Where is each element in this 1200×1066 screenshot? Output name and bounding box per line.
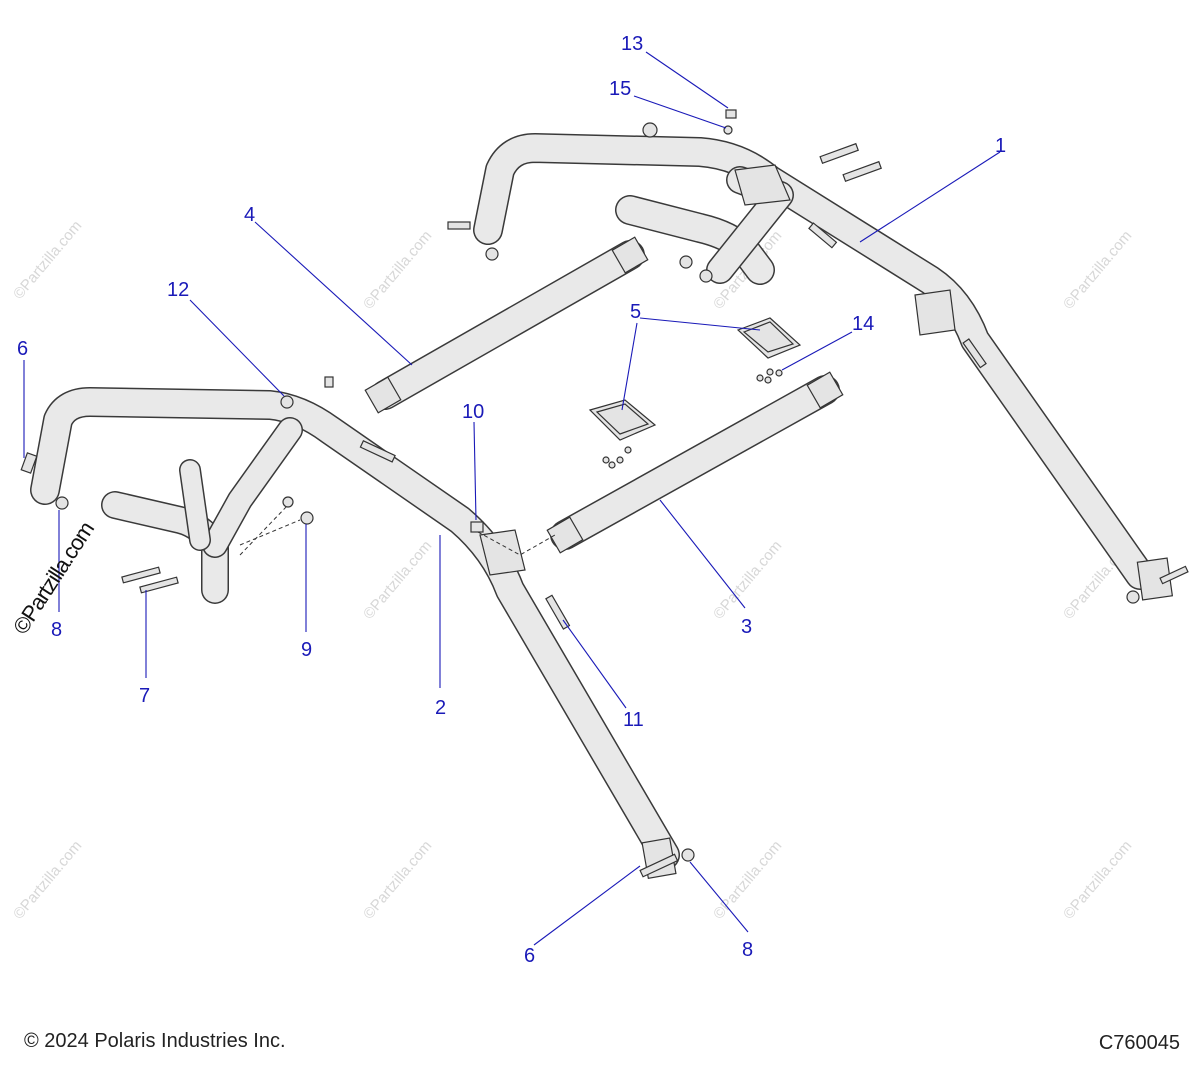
callout-8-left: 8 <box>51 619 62 641</box>
nut-8-bottom <box>681 848 695 862</box>
front-hoop-bracket <box>479 529 526 576</box>
callout-9: 9 <box>301 639 312 661</box>
alignment-lines <box>239 504 556 556</box>
mount-bracket-b <box>736 317 802 359</box>
nut-rear-mid-b <box>699 269 713 283</box>
clip-12 <box>324 376 334 388</box>
watermark-text: ©Partzilla.com <box>710 837 785 922</box>
bolt-7-a <box>121 566 161 584</box>
watermark-text: ©Partzilla.com <box>710 537 785 622</box>
callout-4: 4 <box>244 204 255 226</box>
watermark-text: ©Partzilla.com <box>360 837 435 922</box>
nut-9 <box>300 511 314 525</box>
watermark-text: ©Partzilla.com <box>1060 837 1135 922</box>
watermark-text: ©Partzilla.com <box>10 837 85 922</box>
callout-12: 12 <box>167 279 189 301</box>
screw-5a-4 <box>608 461 616 469</box>
copyright-notice: © 2024 Polaris Industries Inc. <box>24 1030 286 1052</box>
fasteners <box>20 109 1189 878</box>
nut-8-right <box>1126 590 1140 604</box>
cross-tube-lower-end-a <box>546 516 584 554</box>
watermark-text: ©Partzilla.com <box>360 537 435 622</box>
watermark-text: ©Partzilla.com <box>360 227 435 312</box>
nut-rear-mid <box>679 255 693 269</box>
callout-10: 10 <box>462 401 484 423</box>
callout-2: 2 <box>435 697 446 719</box>
callout-6-bottom: 6 <box>524 945 535 967</box>
cross-tube-upper <box>364 236 649 414</box>
screw-14-3 <box>775 369 783 377</box>
screw-14-2 <box>766 368 774 376</box>
nut-rear-left <box>485 247 499 261</box>
callout-13: 13 <box>621 33 643 55</box>
callout-1: 1 <box>995 135 1006 157</box>
bolt-rear-d <box>962 338 987 369</box>
bolt-6-bottom <box>639 853 679 878</box>
watermark-text: ©Partzilla.com <box>1060 227 1135 312</box>
callout-3: 3 <box>741 616 752 638</box>
bolt-6-right <box>1159 565 1189 585</box>
cross-tube-upper-end-a <box>364 376 402 414</box>
cross-tube-lower-end-b <box>806 371 844 409</box>
nut-top <box>642 122 658 138</box>
screw-5a-1 <box>602 456 610 464</box>
cross-tube-lower <box>546 371 844 554</box>
callout-7: 7 <box>139 685 150 707</box>
screw-14-1 <box>756 374 764 382</box>
callout-11: 11 <box>623 709 644 731</box>
callout-5: 5 <box>630 301 641 323</box>
callout-8-bottom: 8 <box>742 939 753 961</box>
callouts: 1 2 3 4 5 6 6 7 8 8 9 10 11 12 13 14 15 <box>17 33 1006 967</box>
nut-12 <box>280 395 294 409</box>
front-cage-hoop <box>30 387 680 880</box>
screw-5a-3 <box>624 446 632 454</box>
bolt-dual-a <box>359 439 396 463</box>
cross-tube-upper-end-b <box>611 236 649 274</box>
screw-14-4 <box>764 376 772 384</box>
callout-15: 15 <box>609 78 631 100</box>
bolt-6-left <box>20 452 38 474</box>
leader-lines <box>23 51 1001 946</box>
bolt-top-b <box>842 160 882 183</box>
screw-5a-2 <box>616 456 624 464</box>
rear-hoop-side-bracket <box>914 289 956 336</box>
nut-9-b <box>282 496 294 508</box>
diagram-code: C760045 <box>1098 1032 1180 1054</box>
callout-14: 14 <box>852 313 874 335</box>
bolt-7-b <box>139 576 179 594</box>
clip-13 <box>725 109 737 119</box>
nut-10 <box>470 521 484 533</box>
bolt-rear-c <box>808 222 838 249</box>
mount-bracket-a <box>588 399 657 441</box>
callout-6-left: 6 <box>17 338 28 360</box>
rear-hoop-bracket <box>734 164 791 206</box>
rear-cage-hoop <box>473 133 1174 601</box>
bolt-top-a <box>819 142 859 165</box>
nut-8-left <box>55 496 69 510</box>
watermark-text: ©Partzilla.com <box>10 217 85 302</box>
bolt-rear-left <box>447 221 471 230</box>
